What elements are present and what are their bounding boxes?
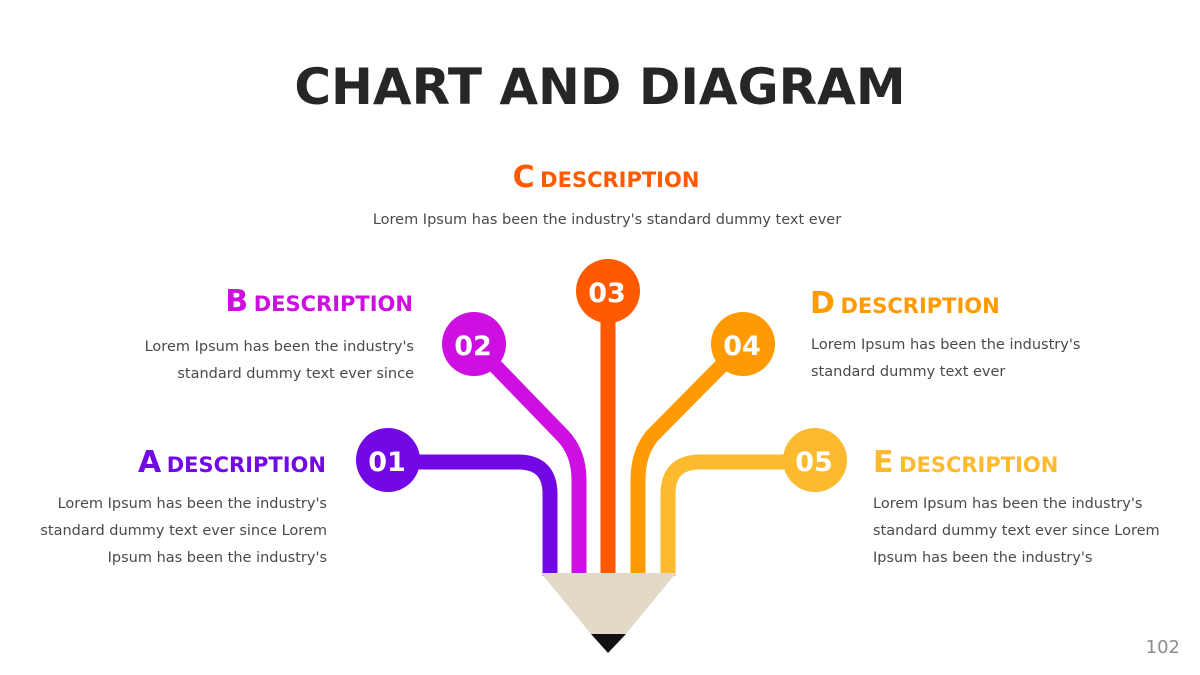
description-e: Lorem Ipsum has been the industry's stan… [873, 491, 1160, 572]
description-a-line: Ipsum has been the industry's [107, 550, 327, 566]
description-b-line: standard dummy text ever since [177, 366, 414, 382]
number-01: 01 [368, 447, 406, 478]
description-d-line: standard dummy text ever [811, 364, 1006, 380]
circle-04 [711, 312, 775, 376]
description-e-line: standard dummy text ever since Lorem [873, 523, 1160, 539]
heading-d-letter: D [810, 286, 835, 321]
number-03: 03 [588, 278, 626, 309]
description-b: Lorem Ipsum has been the industry's stan… [145, 334, 414, 388]
heading-c-letter: C [512, 160, 535, 195]
heading-b: B DESCRIPTION [225, 284, 413, 319]
description-e-line: Lorem Ipsum has been the industry's [873, 496, 1143, 512]
heading-a: A DESCRIPTION [138, 445, 326, 480]
heading-e-word: DESCRIPTION [899, 453, 1059, 477]
heading-a-letter: A [137, 445, 162, 480]
description-c-line: Lorem Ipsum has been the industry's stan… [372, 212, 842, 228]
stem-02 [468, 338, 587, 576]
page-title: CHART AND DIAGRAM [294, 58, 906, 116]
number-04: 04 [723, 331, 761, 362]
heading-d: D DESCRIPTION [810, 286, 1000, 321]
description-d: Lorem Ipsum has been the industry's stan… [811, 332, 1080, 386]
heading-e: E DESCRIPTION [873, 445, 1058, 480]
heading-c-word: DESCRIPTION [540, 168, 700, 192]
description-b-line: Lorem Ipsum has been the industry's [144, 339, 414, 355]
circle-03 [576, 259, 640, 323]
heading-a-word: DESCRIPTION [166, 453, 326, 477]
circle-05 [783, 428, 847, 492]
pencil-wood [541, 573, 676, 634]
circle-01 [356, 428, 420, 492]
stem-04 [630, 338, 749, 576]
description-d-line: Lorem Ipsum has been the industry's [811, 337, 1081, 353]
pencil-tip [591, 634, 626, 653]
stem-01 [388, 454, 558, 576]
description-c: Lorem Ipsum has been the industry's stan… [0, 207, 1200, 234]
description-a: Lorem Ipsum has been the industry's stan… [40, 491, 327, 572]
stem-05 [660, 454, 815, 576]
heading-c: C DESCRIPTION [0, 160, 1200, 195]
heading-b-word: DESCRIPTION [253, 292, 413, 316]
heading-d-word: DESCRIPTION [840, 294, 1000, 318]
page-number: 102 [1145, 637, 1180, 658]
description-a-line: Lorem Ipsum has been the industry's [57, 496, 327, 512]
number-05: 05 [795, 447, 833, 478]
description-e-line: Ipsum has been the industry's [873, 550, 1093, 566]
circle-02 [442, 312, 506, 376]
description-a-line: standard dummy text ever since Lorem [40, 523, 327, 539]
number-02: 02 [454, 331, 492, 362]
heading-b-letter: B [225, 284, 249, 319]
heading-e-letter: E [873, 445, 894, 480]
